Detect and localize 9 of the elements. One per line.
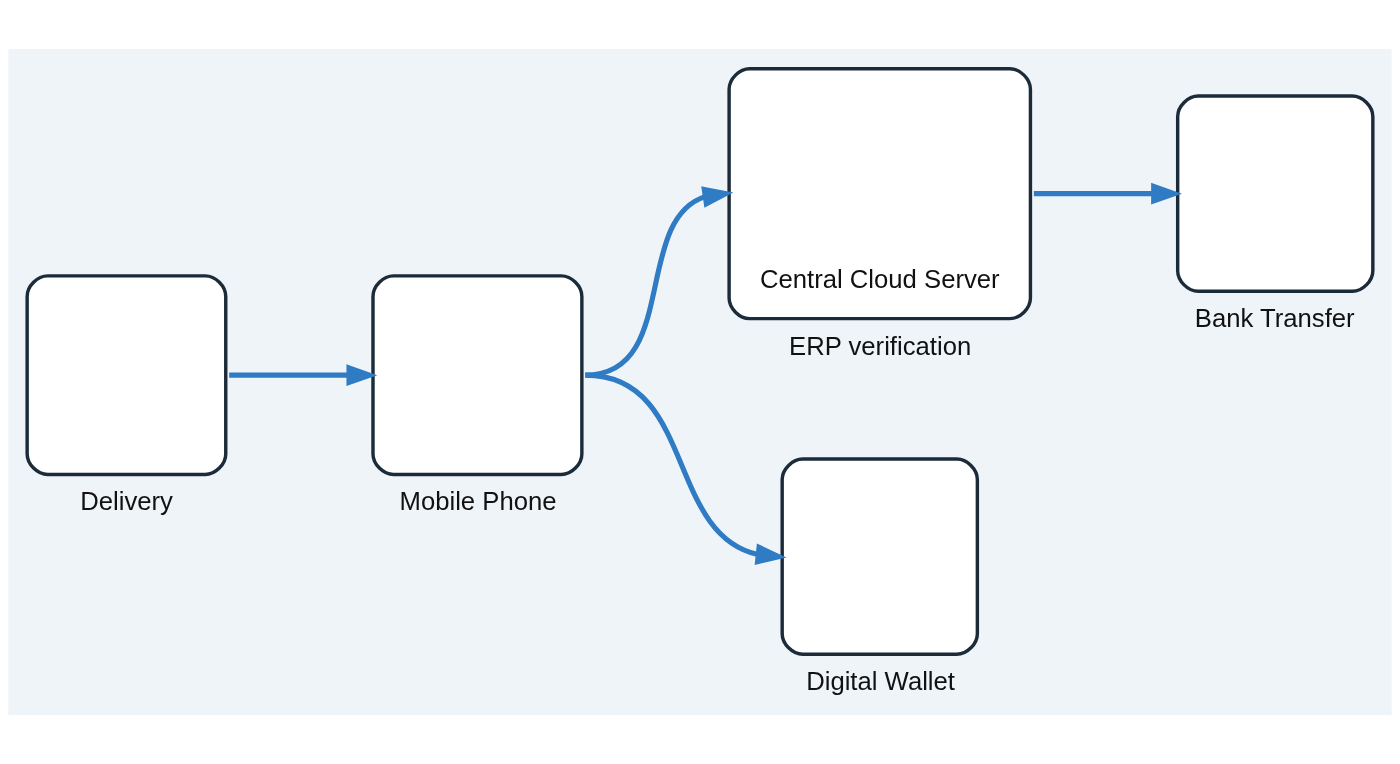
arrow (584, 186, 734, 378)
node-label: ERP verification (789, 331, 972, 360)
arrow (1033, 182, 1183, 205)
node-label: Digital Wallet (806, 667, 955, 696)
node-label: Delivery (80, 487, 173, 516)
node-label: Bank Transfer (1194, 304, 1355, 333)
arrow (229, 364, 378, 386)
arrow (584, 372, 787, 565)
node-label: Mobile Phone (399, 487, 557, 516)
